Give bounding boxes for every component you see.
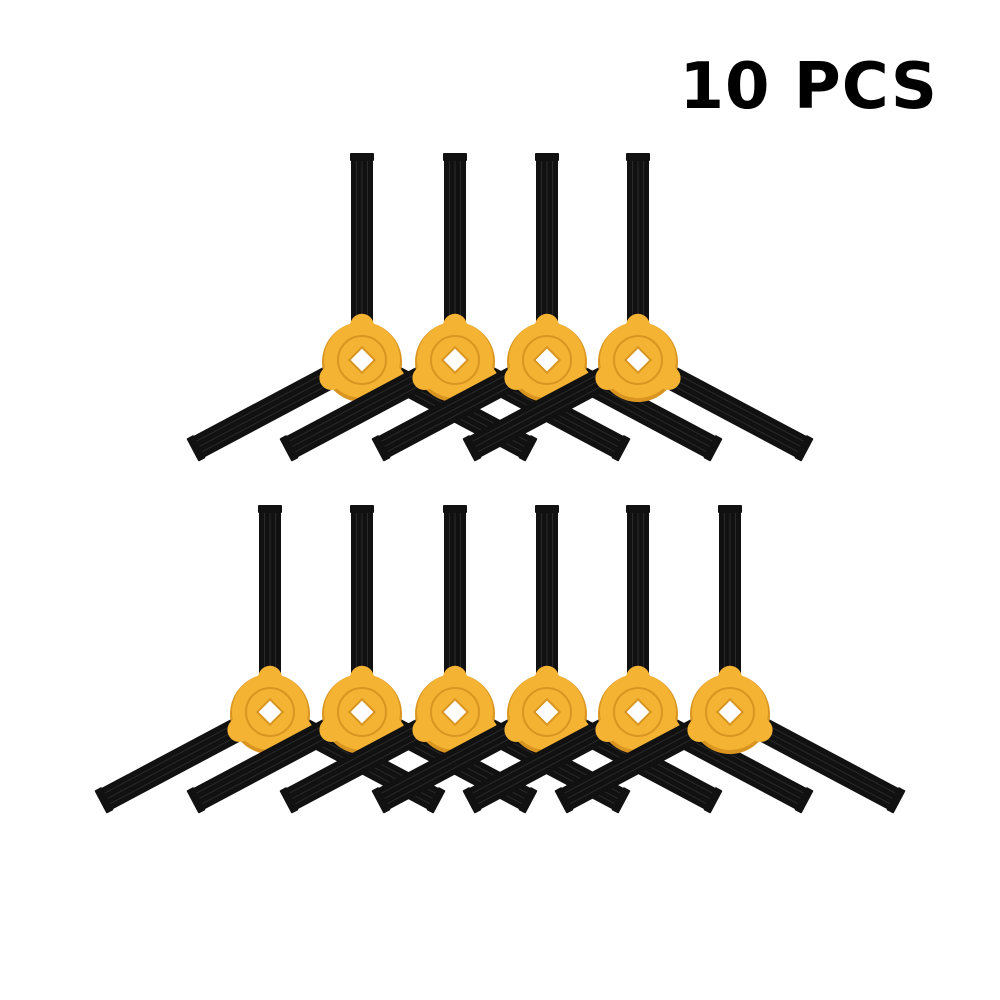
bristle-arm (650, 359, 814, 462)
bristle-arm (718, 505, 742, 692)
bristle-arm (279, 711, 443, 814)
bristle-arm (535, 153, 559, 340)
bristle-arm (535, 505, 559, 692)
brush-hub (504, 313, 590, 402)
bristle-arm (554, 711, 718, 814)
bristle-arm (94, 711, 258, 814)
bristle-arm (462, 711, 626, 814)
bristle-arm (371, 359, 535, 462)
side-brush-set (94, 153, 906, 814)
brush-hub (595, 665, 681, 754)
brush-hub (319, 665, 405, 754)
bristle-arm (350, 153, 374, 340)
side-brush-icon (462, 153, 814, 462)
bristle-arm (279, 359, 443, 462)
quantity-label: 10 PCS (679, 50, 938, 124)
bristle-arm (350, 505, 374, 692)
bristle-arm (742, 711, 906, 814)
bristle-arm (462, 359, 626, 462)
bristle-arm (443, 153, 467, 340)
brush-hub (687, 665, 773, 754)
bristle-arm (258, 505, 282, 692)
bristle-arm (186, 711, 350, 814)
bristle-arm (626, 505, 650, 692)
bristle-arm (626, 153, 650, 340)
bristle-arm (186, 359, 350, 462)
brush-hub (595, 313, 681, 402)
bristle-arm (443, 505, 467, 692)
brush-hub (412, 665, 498, 754)
side-brush-icon (554, 505, 906, 814)
side-brush-icon (279, 505, 631, 814)
bristle-arm (371, 711, 535, 814)
brush-hub (504, 665, 590, 754)
brush-hub (319, 313, 405, 402)
